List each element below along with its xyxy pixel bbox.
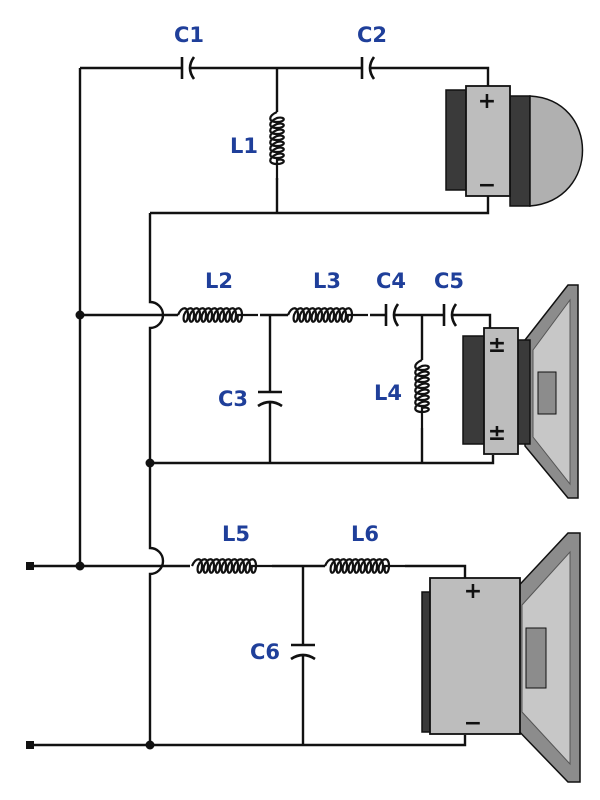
woofer-plus: + — [464, 579, 482, 604]
capacitor-c3 — [257, 390, 283, 408]
component-labels: C1 C2 L1 L2 L3 C4 C5 C3 L4 L5 L6 C6 — [174, 23, 464, 664]
capacitor-c2 — [360, 56, 376, 80]
junctions — [26, 310, 155, 750]
midrange-terminal-bottom: ± — [488, 421, 506, 446]
tweeter-minus: − — [478, 173, 496, 198]
wire-ground-rail — [148, 213, 165, 745]
label-l6: L6 — [351, 522, 379, 546]
label-l4: L4 — [374, 381, 402, 405]
input-terminal-negative — [26, 741, 34, 749]
label-c5: C5 — [434, 269, 464, 293]
wire-top — [80, 66, 490, 88]
wire-mid-return — [150, 455, 495, 465]
capacitor-c4 — [384, 303, 400, 327]
input-terminal-positive — [26, 562, 34, 570]
midrange-speaker-icon — [462, 284, 579, 499]
inductor-l6 — [323, 558, 407, 574]
label-c4: C4 — [376, 269, 406, 293]
tweeter-plus: + — [478, 89, 496, 114]
label-l2: L2 — [205, 269, 233, 293]
junction-dot — [145, 740, 155, 750]
label-l1: L1 — [230, 134, 258, 158]
capacitor-c5 — [442, 303, 458, 327]
inductor-l3 — [286, 307, 370, 323]
capacitor-c1 — [180, 56, 196, 80]
label-l5: L5 — [222, 522, 250, 546]
woofer-speaker-icon — [421, 532, 581, 783]
junction-dot — [145, 458, 155, 468]
inductor-l4 — [414, 358, 430, 430]
wire-woofer-row — [30, 564, 467, 578]
label-l3: L3 — [313, 269, 341, 293]
woofer-minus: − — [464, 711, 482, 736]
inductor-l5 — [190, 558, 274, 574]
label-c1: C1 — [174, 23, 204, 47]
label-c3: C3 — [218, 387, 248, 411]
wire-bottom-ground — [30, 735, 467, 747]
capacitors — [180, 56, 458, 661]
tweeter-icon — [445, 85, 584, 207]
wire-mid-row — [80, 313, 492, 335]
wires — [30, 66, 495, 747]
midrange-terminal-top: ± — [488, 333, 506, 358]
inductor-l1 — [269, 110, 285, 182]
label-c6: C6 — [250, 640, 280, 664]
polarity-marks: + − ± ± + − — [464, 89, 506, 736]
label-c2: C2 — [357, 23, 387, 47]
inductor-l2 — [176, 307, 260, 323]
junction-dot — [75, 310, 85, 320]
wire-tweeter-return — [150, 195, 490, 215]
junction-dot — [75, 561, 85, 571]
capacitor-c6 — [290, 643, 316, 661]
